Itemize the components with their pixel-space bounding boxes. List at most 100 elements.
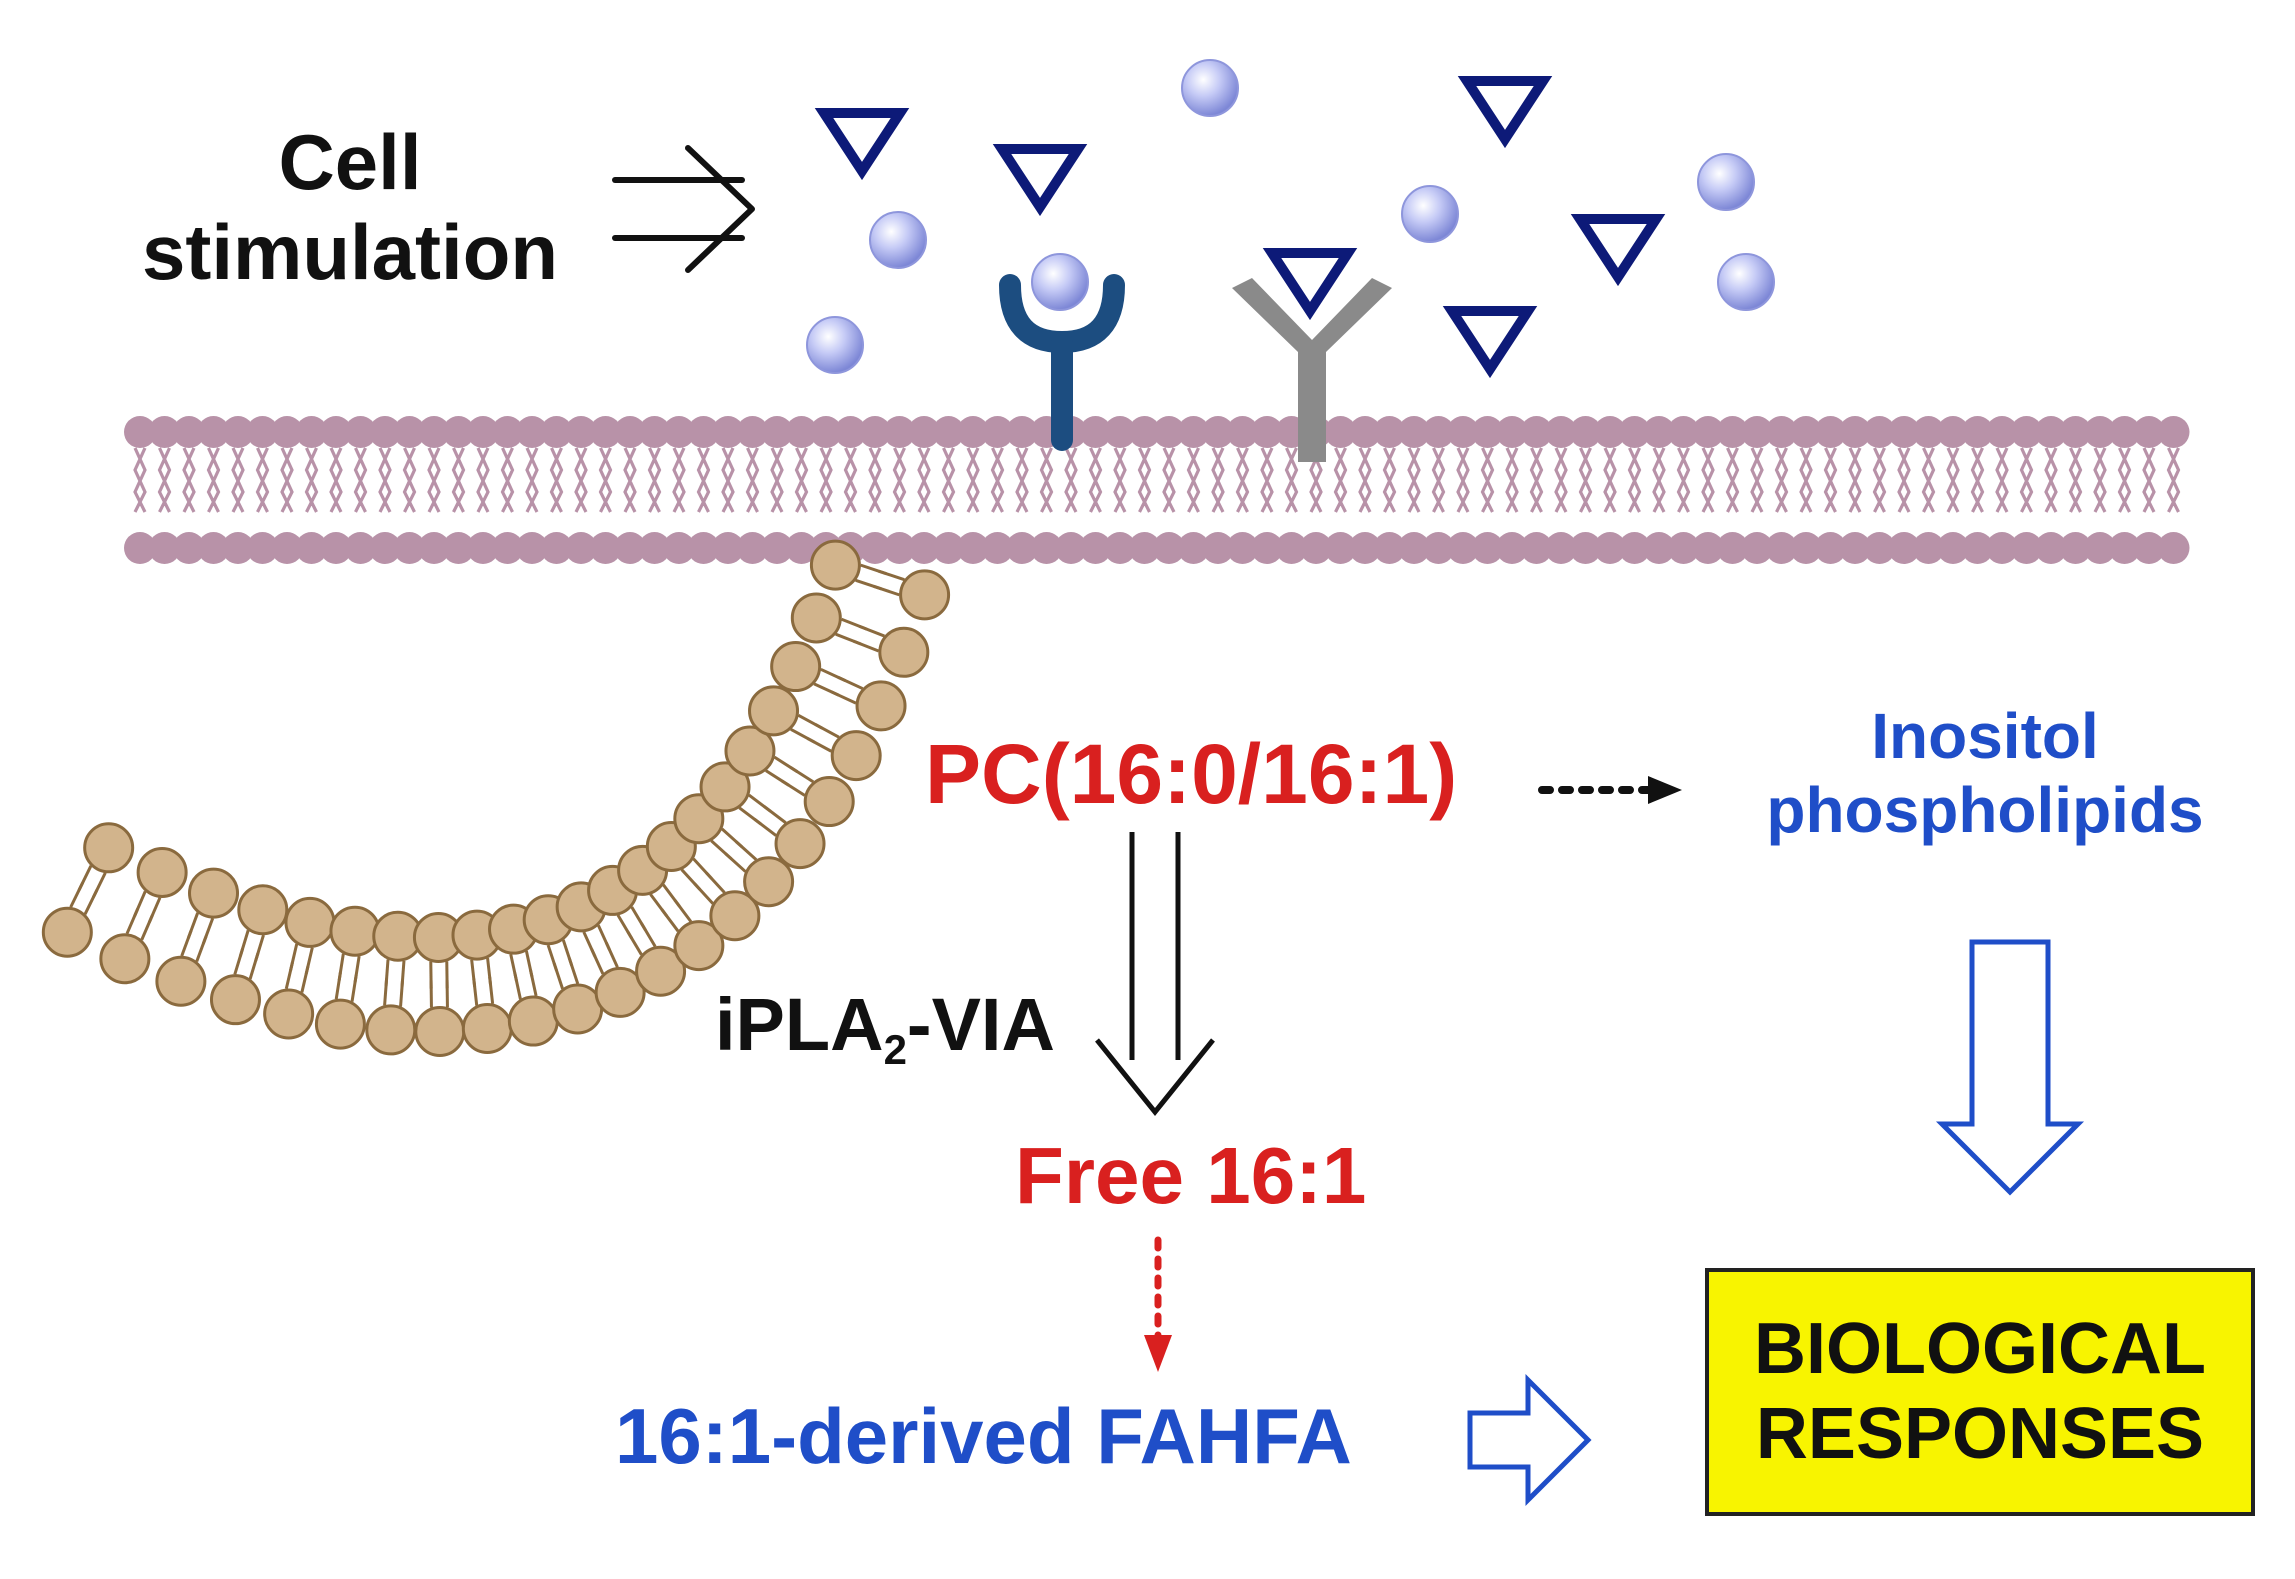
- membrane-head: [1398, 532, 1430, 564]
- bio-label-line2: RESPONSES: [1755, 1394, 2205, 1474]
- cell-stimulation-label: Cell stimulation: [120, 118, 580, 297]
- membrane-head: [1055, 532, 1087, 564]
- membrane-head: [1667, 532, 1700, 564]
- membrane-head: [1520, 416, 1553, 448]
- liposome-head: [790, 592, 842, 644]
- inositol-label-line2: phospholipids: [1766, 773, 2204, 846]
- inositol-label-line1: Inositol: [1871, 700, 2099, 772]
- membrane-head: [1765, 532, 1798, 564]
- cell-label-line2: stimulation: [141, 207, 558, 296]
- membrane-head: [1839, 416, 1871, 448]
- membrane-head: [1569, 532, 1602, 564]
- membrane-head: [1422, 416, 1455, 448]
- membrane-head: [516, 416, 548, 448]
- liposome-head: [878, 626, 930, 678]
- membrane-head: [2084, 532, 2116, 564]
- inositol-label: Inositol phospholipids: [1745, 700, 2225, 847]
- membrane-head: [2133, 532, 2165, 564]
- ligand-triangle: [1262, 248, 1358, 321]
- membrane-head: [2108, 532, 2141, 564]
- membrane-head: [1104, 416, 1136, 448]
- membrane-head: [1226, 416, 1259, 448]
- membrane-head: [981, 532, 1014, 564]
- membrane-head: [614, 532, 646, 564]
- liposome-head: [830, 730, 882, 782]
- ligand-triangle: [1457, 76, 1553, 149]
- membrane-head: [1324, 416, 1357, 448]
- membrane-head: [1961, 532, 1994, 564]
- membrane-head: [2035, 416, 2067, 448]
- ligand-sphere: [806, 316, 864, 374]
- membrane-head: [442, 532, 475, 564]
- fahfa-label: 16:1-derived FAHFA: [615, 1392, 1352, 1480]
- membrane-head: [271, 532, 303, 564]
- membrane-head: [1692, 532, 1724, 564]
- membrane-head: [638, 416, 671, 448]
- membrane-head: [957, 416, 989, 448]
- membrane-head: [148, 416, 181, 448]
- liposome-head: [263, 988, 315, 1040]
- membrane-head: [1667, 416, 1700, 448]
- membrane-head: [369, 416, 401, 448]
- membrane-head: [197, 416, 230, 448]
- membrane-head: [736, 416, 769, 448]
- membrane-head: [1643, 532, 1675, 564]
- dotted-arrow-to-fahfa: [1144, 1236, 1172, 1372]
- enzyme-subscript: 2: [883, 1026, 907, 1073]
- membrane-head: [1496, 416, 1528, 448]
- membrane-head: [467, 416, 499, 448]
- membrane-head: [344, 532, 377, 564]
- membrane-head: [442, 416, 475, 448]
- liposome-head: [83, 822, 135, 874]
- membrane-head: [491, 416, 524, 448]
- membrane-head: [418, 532, 450, 564]
- receptor-gray: [1232, 278, 1392, 462]
- membrane-head: [1128, 532, 1161, 564]
- membrane-head: [344, 416, 377, 448]
- membrane-head: [516, 532, 548, 564]
- membrane-head: [1447, 532, 1479, 564]
- membrane-head: [1790, 532, 1822, 564]
- membrane-head: [1790, 416, 1822, 448]
- membrane-head: [2010, 532, 2043, 564]
- liposome-head: [635, 945, 687, 997]
- membrane-head: [932, 416, 965, 448]
- membrane-head: [148, 532, 181, 564]
- membrane-head: [2035, 532, 2067, 564]
- liposome-head: [594, 966, 646, 1018]
- membrane-head: [2157, 532, 2190, 564]
- liposome-head: [209, 974, 261, 1026]
- membrane-head: [2010, 416, 2043, 448]
- membrane-head: [2059, 416, 2092, 448]
- ligand-sphere: [1697, 153, 1755, 211]
- membrane-head: [393, 416, 426, 448]
- membrane-head: [736, 532, 769, 564]
- membrane-head: [1177, 416, 1210, 448]
- membrane-head: [1618, 532, 1651, 564]
- membrane-head: [1863, 416, 1896, 448]
- liposome-head: [699, 761, 751, 813]
- membrane-head: [1545, 416, 1577, 448]
- enzyme-main: iPLA: [715, 983, 884, 1066]
- membrane-head: [589, 532, 622, 564]
- liposome-head: [724, 725, 776, 777]
- membrane-head: [491, 532, 524, 564]
- membrane-head: [295, 532, 328, 564]
- membrane-head: [1202, 532, 1234, 564]
- membrane-head: [540, 416, 573, 448]
- membrane-head: [393, 532, 426, 564]
- membrane-head: [1839, 532, 1871, 564]
- membrane-head: [1153, 416, 1185, 448]
- liposome-head: [461, 1003, 513, 1055]
- liposome-head: [899, 569, 951, 621]
- membrane-head: [1373, 416, 1406, 448]
- membrane-head: [1545, 532, 1577, 564]
- membrane-head: [246, 532, 279, 564]
- membrane-head: [1006, 416, 1038, 448]
- membrane-head: [1520, 532, 1553, 564]
- membrane-head: [418, 416, 450, 448]
- liposome-head: [507, 995, 559, 1047]
- ligand-triangles: [814, 76, 1666, 379]
- liposome-head: [237, 884, 289, 936]
